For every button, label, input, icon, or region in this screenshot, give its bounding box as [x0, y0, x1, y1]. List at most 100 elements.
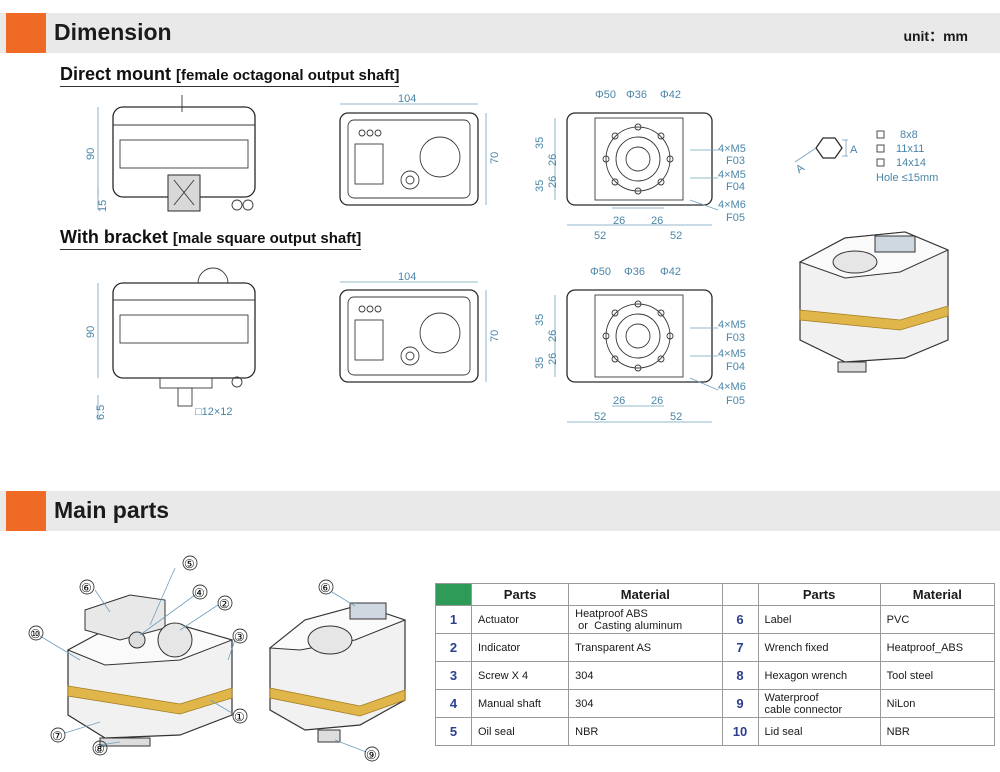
callout-4: ④ [194, 586, 205, 600]
table-row: 3 Screw X 4 304 8 Hexagon wrench Tool st… [435, 661, 996, 690]
shaft-size-14: 14x14 [896, 157, 926, 169]
half-width-1-bracket: 52 [594, 411, 606, 423]
part-number: 9 [721, 689, 759, 718]
side-view-direct [97, 95, 256, 212]
half-width-2-bracket: 52 [670, 411, 682, 423]
dim-height-direct: 90 [85, 148, 97, 160]
table-row: 5 Oil seal NBR 10 Lid seal NBR [435, 717, 996, 746]
callout-8: ⑧ [94, 742, 105, 756]
half-width-2-direct: 52 [670, 230, 682, 242]
table-row: 2 Indicator Transparent AS 7 Wrench fixe… [435, 633, 996, 662]
offset-v3-bracket: 26 [547, 353, 559, 365]
material-line-1: Heatproof ABS [575, 607, 648, 620]
part-material: Tool steel [879, 661, 996, 690]
callout-6: ⑥ [81, 581, 92, 595]
part-number: 2 [435, 633, 472, 662]
dim-width-direct: 104 [398, 93, 416, 105]
flange-spec-1-bracket: F03 [726, 332, 745, 344]
table-row: 1 Actuator Heatproof ABS or Casting alum… [435, 605, 996, 634]
side-view-bracket [97, 267, 256, 420]
with-bracket-subtitle: [male square output shaft] [172, 230, 362, 247]
callout-3: ③ [234, 630, 245, 644]
part-name: Indicator [470, 633, 570, 662]
flange-d50-direct: Φ50 [595, 89, 616, 101]
flange-spec-1-direct: F03 [726, 155, 745, 167]
flange-d36-direct: Φ36 [626, 89, 647, 101]
part-name: Hexagon wrench [757, 661, 881, 690]
flange-spec-2-direct: F04 [726, 181, 745, 193]
direct-mount-subtitle: [female octagonal output shaft] [176, 67, 400, 84]
direct-mount-heading: Direct mount [female octagonal output sh… [60, 64, 400, 87]
callout-1: ① [234, 710, 245, 724]
callouts-front: ⑥ ⑤ ④ ② ③ ⑩ ① ⑦ ⑧ [28, 555, 248, 756]
dim-base-direct: 15 [97, 200, 109, 212]
header-material-2: Material [879, 583, 996, 606]
dimension-banner: Dimension unit：mm [0, 13, 1000, 53]
header-corner [435, 583, 472, 606]
header-parts-1: Parts [470, 583, 570, 606]
part-material: Transparent AS [568, 633, 723, 662]
part-name: Actuator [470, 605, 570, 634]
part-number: 3 [435, 661, 472, 690]
dimension-title: Dimension [54, 19, 172, 45]
offset-v1-direct: 35 [534, 137, 546, 149]
callout-10: ⑩ [30, 627, 41, 641]
offset-v2-direct: 26 [547, 154, 559, 166]
header-parts-2: Parts [757, 583, 881, 606]
bolt-spec-1-direct: 4×M5 [718, 143, 746, 155]
part-name: Lid seal [757, 717, 881, 746]
hex-label-a-diag: A [794, 162, 807, 176]
with-bracket-title: With bracket [60, 227, 168, 247]
half-width-1-direct: 52 [594, 230, 606, 242]
top-view-direct [339, 103, 487, 206]
with-bracket-heading: With bracket [male square output shaft] [60, 227, 362, 250]
part-material: 304 [568, 661, 723, 690]
part-number: 8 [721, 661, 759, 690]
bottom-view-bracket [554, 289, 719, 423]
offset-v3-direct: 26 [547, 176, 559, 188]
header-material-1: Material [568, 583, 723, 606]
banner-accent [6, 13, 46, 53]
part-name-line-2: cable connector [764, 703, 843, 716]
dim-square-bracket: □12×12 [195, 406, 233, 418]
part-name-line-1: Waterproof [764, 691, 819, 704]
part-number: 1 [435, 605, 472, 634]
part-number: 4 [435, 689, 472, 718]
part-name: Screw X 4 [470, 661, 570, 690]
part-material: NiLon [879, 689, 996, 718]
callout-7: ⑦ [52, 729, 63, 743]
top-view-bracket [339, 281, 487, 383]
part-material: Heatproof ABS or Casting aluminum [568, 605, 723, 634]
flange-d42-bracket: Φ42 [660, 266, 681, 278]
shaft-size-8: 8x8 [900, 129, 918, 141]
bolt-spec-2-direct: 4×M5 [718, 169, 746, 181]
bolt-spec-3-direct: 4×M6 [718, 199, 746, 211]
callout-2: ② [219, 597, 230, 611]
dim-depth-direct: 70 [489, 152, 501, 164]
main-parts-title: Main parts [54, 497, 170, 523]
callout-9: ⑨ [366, 748, 377, 762]
part-material: 304 [568, 689, 723, 718]
bolt-spec-1-bracket: 4×M5 [718, 319, 746, 331]
part-material: NBR [879, 717, 996, 746]
bolt-spec-3-bracket: 4×M6 [718, 381, 746, 393]
flange-d36-bracket: Φ36 [624, 266, 645, 278]
offset-h1-bracket: 26 [613, 395, 625, 407]
dim-base-bracket: 6.5 [95, 405, 107, 420]
flange-spec-3-direct: F05 [726, 212, 745, 224]
part-material: Heatproof_ABS [879, 633, 996, 662]
callouts-rear: ⑥ ⑨ [318, 579, 380, 762]
table-header-row: Parts Material Parts Material [435, 583, 996, 606]
banner-accent [6, 491, 46, 531]
dim-height-bracket: 90 [85, 326, 97, 338]
bottom-view-direct [554, 112, 719, 226]
dim-depth-bracket: 70 [489, 330, 501, 342]
actuator-render-front [39, 567, 236, 747]
parts-table: Parts Material Parts Material 1 Actuator… [435, 583, 996, 746]
material-line-2: or Casting aluminum [575, 619, 683, 632]
part-number: 5 [435, 717, 472, 746]
unit-label: unit：mm [903, 28, 968, 44]
